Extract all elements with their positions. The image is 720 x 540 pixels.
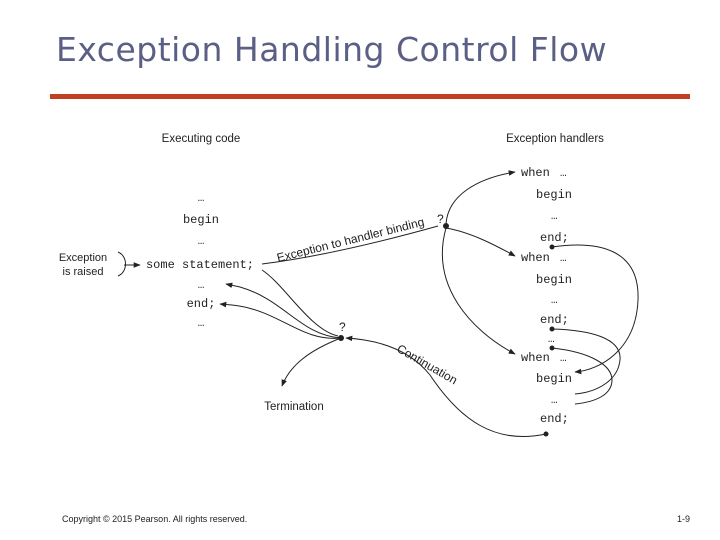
handler-1-when-dots: …: [560, 168, 567, 180]
binding-to-handler-3-arrow: [441, 227, 516, 355]
handler-2-dots: …: [551, 295, 558, 307]
handler-1-end: end;: [540, 231, 569, 245]
continue-to-code-arrow-2: [219, 301, 342, 339]
continuation-arrow: [345, 335, 547, 438]
statement-to-decision-arrow: [261, 269, 339, 337]
exception-raised-line2: is raised: [63, 266, 104, 278]
code-line-begin: begin: [183, 213, 219, 227]
code-line-ellipsis-2: …: [198, 236, 205, 248]
slide-title: Exception Handling Control Flow: [56, 30, 608, 69]
code-line-ellipsis-3: …: [198, 280, 205, 292]
continue-to-code-arrow-1: [225, 282, 342, 339]
handler-2-when: when: [521, 251, 550, 265]
handler-3-begin: begin: [536, 372, 572, 386]
binding-question: ?: [437, 212, 444, 226]
exception-raised-brace: [117, 251, 126, 277]
handler-2-begin: begin: [536, 273, 572, 287]
between-handlers-dots: …: [548, 334, 555, 346]
code-line-end: end;: [187, 297, 216, 311]
handler-2-end: end;: [540, 313, 569, 327]
code-line-ellipsis-4: …: [198, 318, 205, 330]
code-line-ellipsis-1: …: [198, 193, 205, 205]
title-divider: [50, 94, 690, 99]
exception-handlers-label: Exception handlers: [506, 133, 604, 145]
handler-1-exit-loop: [551, 244, 639, 375]
handler-3-when: when: [521, 351, 550, 365]
termination-arrow: [281, 337, 342, 387]
handler-1-when: when: [521, 166, 550, 180]
code-line-statement: some statement;: [146, 258, 254, 272]
executing-code-label: Executing code: [162, 133, 241, 145]
handler-2-when-dots: …: [560, 253, 567, 265]
handler-3-exit-loop: [551, 347, 613, 405]
handler-3-dots: …: [551, 395, 558, 407]
continuation-label: Continuation: [395, 341, 460, 387]
binding-to-handler-2-arrow: [445, 227, 516, 257]
copyright-footer: Copyright © 2015 Pearson. All rights res…: [62, 514, 248, 524]
binding-to-handler-1-arrow: [445, 170, 516, 225]
binding-label: Exception to handler binding: [275, 215, 425, 265]
handler-2-exit-loop: [551, 328, 621, 395]
handler-3-when-dots: …: [560, 353, 567, 365]
binding-point: [443, 223, 449, 229]
page-number: 1-9: [676, 514, 690, 524]
exception-raised-line1: Exception: [59, 252, 107, 264]
handler-1-dots: …: [551, 211, 558, 223]
decision-question: ?: [339, 320, 346, 334]
binding-arrow: [261, 225, 439, 265]
termination-label: Termination: [264, 401, 323, 413]
handler-3-end: end;: [540, 412, 569, 426]
handler-1-begin: begin: [536, 188, 572, 202]
